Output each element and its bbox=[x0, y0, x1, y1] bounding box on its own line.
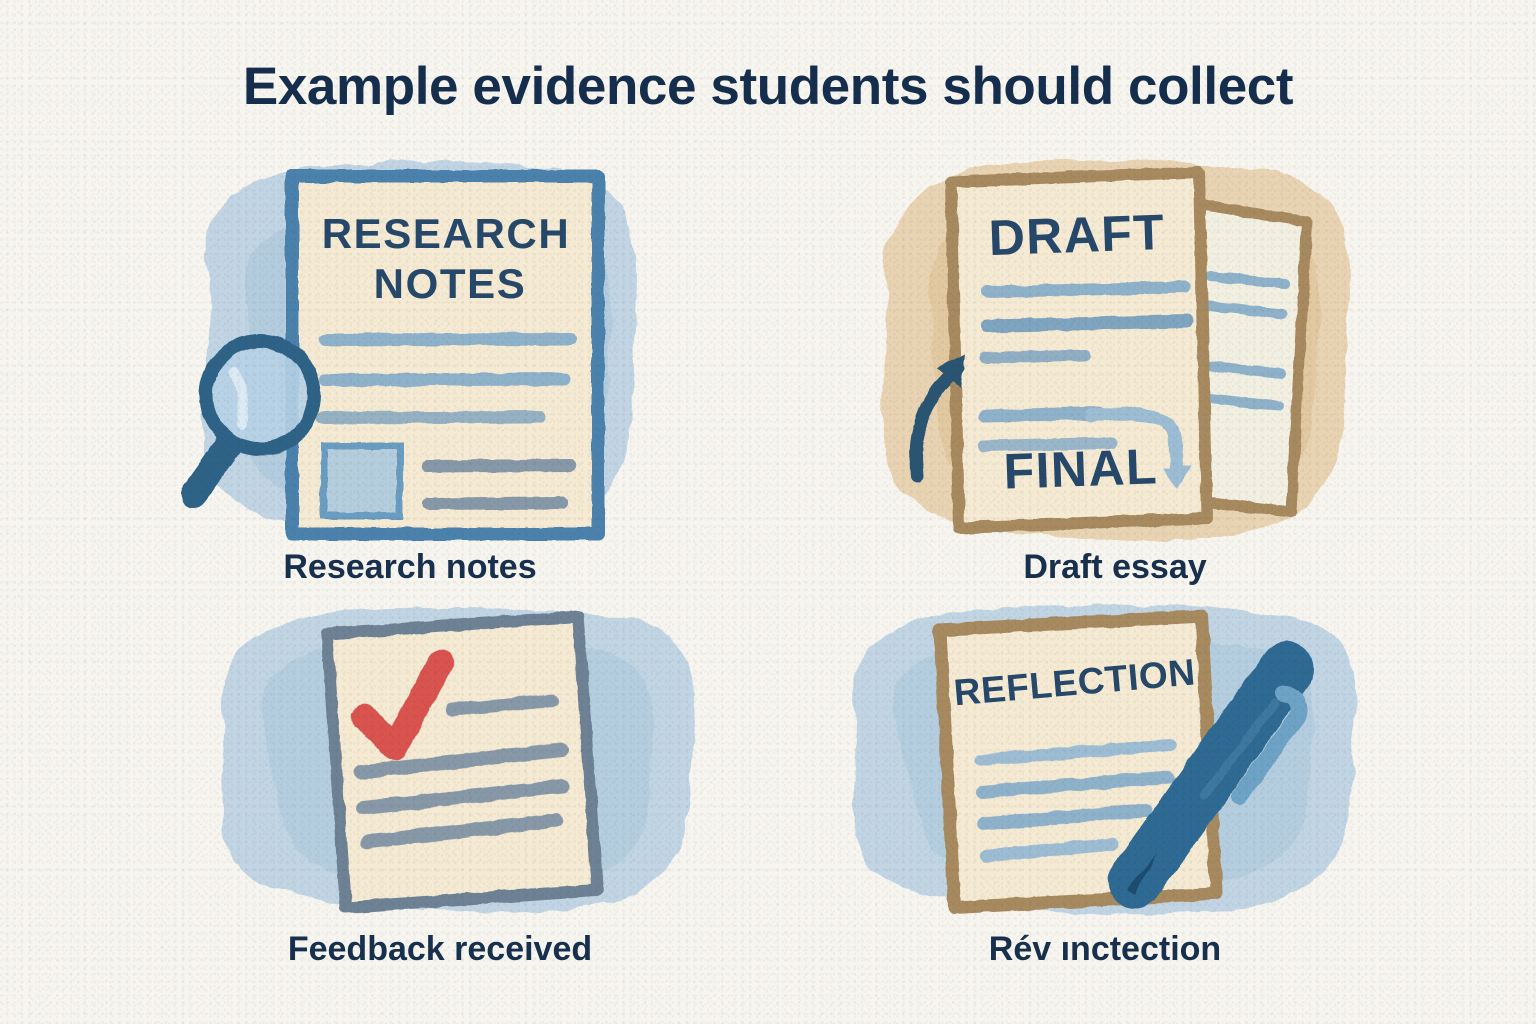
reflection-illustration: REFLECTION bbox=[852, 604, 1357, 915]
feedback-received-illustration bbox=[221, 606, 696, 914]
arrow-up-icon bbox=[909, 354, 966, 483]
magnifier-icon bbox=[180, 334, 321, 508]
caption-feedback-received: Feedback received bbox=[287, 930, 593, 968]
draft-doc-heading-top: DRAFT bbox=[988, 204, 1166, 266]
caption-research-notes: Research notes bbox=[283, 548, 537, 586]
draft-doc-body-lines bbox=[977, 281, 1194, 452]
pen-icon bbox=[1108, 642, 1314, 908]
caption-reflection: Rév ınctection bbox=[988, 930, 1222, 968]
checkmark-icon bbox=[351, 649, 455, 761]
panel-feedback-received bbox=[200, 595, 720, 925]
panel-draft-essay: DRAFT FINAL bbox=[855, 140, 1375, 560]
research-notes-illustration: RESEARCH NOTES bbox=[180, 161, 637, 541]
reflection-doc-body-lines bbox=[974, 738, 1177, 863]
arrow-right-icon bbox=[1084, 407, 1191, 490]
research-doc-image-box bbox=[320, 442, 404, 520]
panel-reflection: REFLECTION bbox=[835, 595, 1375, 925]
research-doc-body-lines bbox=[316, 332, 577, 424]
research-doc-heading-line2: NOTES bbox=[374, 260, 527, 307]
research-doc-heading-line1: RESEARCH bbox=[322, 210, 571, 257]
draft-essay-illustration: DRAFT FINAL bbox=[882, 159, 1351, 541]
feedback-doc-body-lines bbox=[353, 694, 569, 849]
page-title: Example evidence students should collect bbox=[242, 57, 1294, 116]
back-page-lines bbox=[1200, 271, 1290, 411]
research-doc-box-caption-lines bbox=[422, 459, 576, 510]
caption-draft-essay: Draft essay bbox=[1023, 548, 1207, 586]
panel-research-notes: RESEARCH NOTES bbox=[150, 140, 670, 560]
